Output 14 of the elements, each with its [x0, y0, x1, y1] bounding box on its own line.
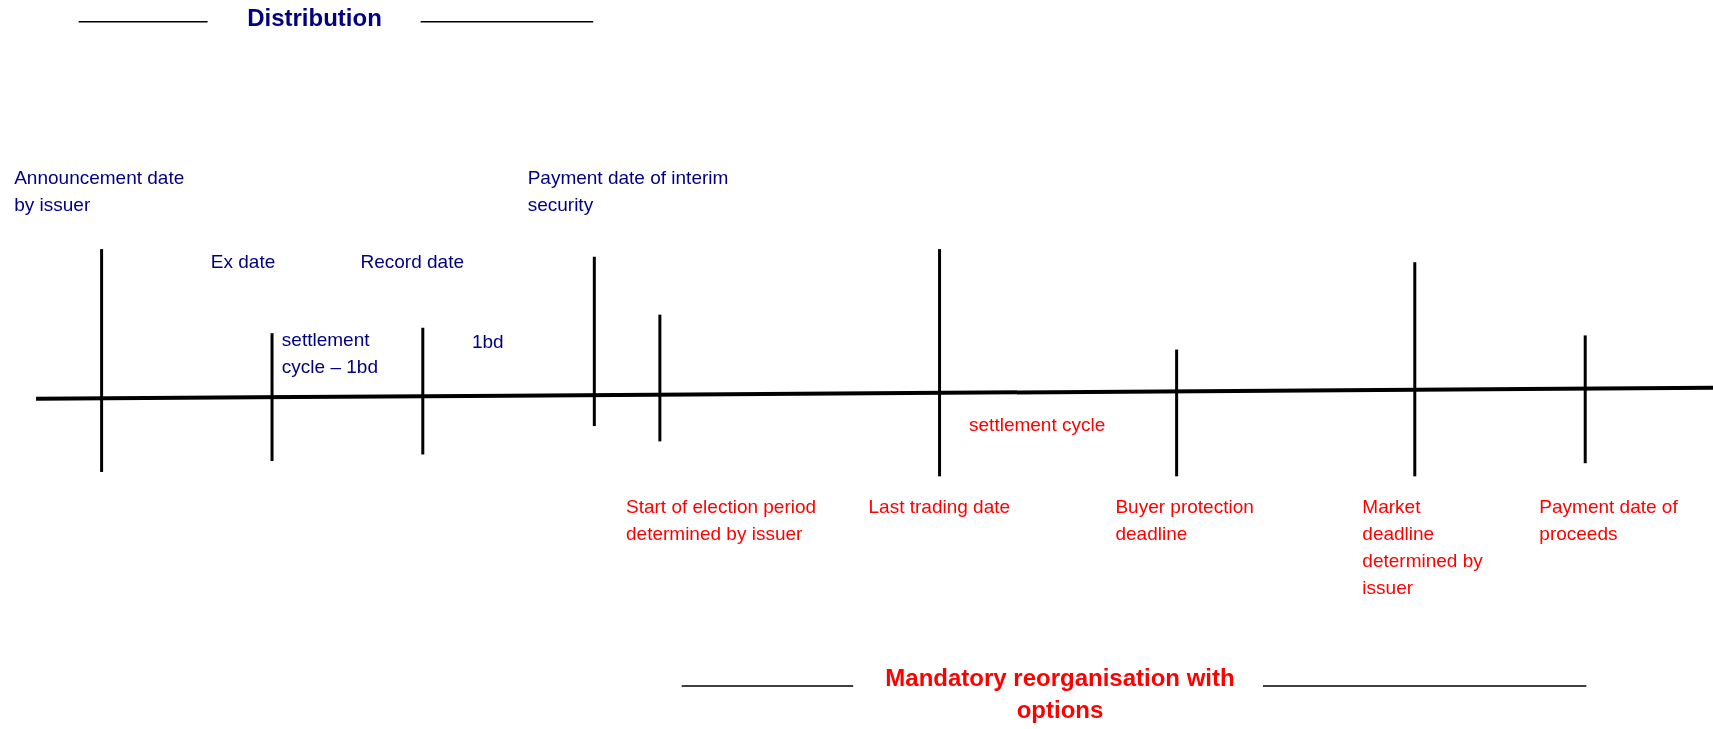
timeline-label: Payment date of proceeds — [1539, 494, 1679, 546]
timeline-label: Buyer protection deadline — [1115, 494, 1255, 546]
timeline-label: Ex date — [210, 250, 277, 274]
timeline-label: settlement cycle — [969, 412, 1107, 437]
timeline-label: Last trading date — [868, 494, 1011, 519]
timeline-label: settlement cycle – 1bd — [281, 327, 379, 379]
timeline-label: Record date — [360, 250, 466, 274]
timeline-label: 1bd — [471, 329, 505, 354]
heading: Distribution — [246, 4, 383, 32]
timeline-label: Start of election period determined by issuer — [626, 494, 818, 546]
timeline-label: Market deadline determined by issuer — [1362, 494, 1484, 600]
heading: Mandatory reorganisation with options — [884, 663, 1236, 725]
timeline-label: Announcement date by issuer — [14, 165, 186, 217]
timeline-label: Payment date of interim security — [527, 165, 730, 217]
